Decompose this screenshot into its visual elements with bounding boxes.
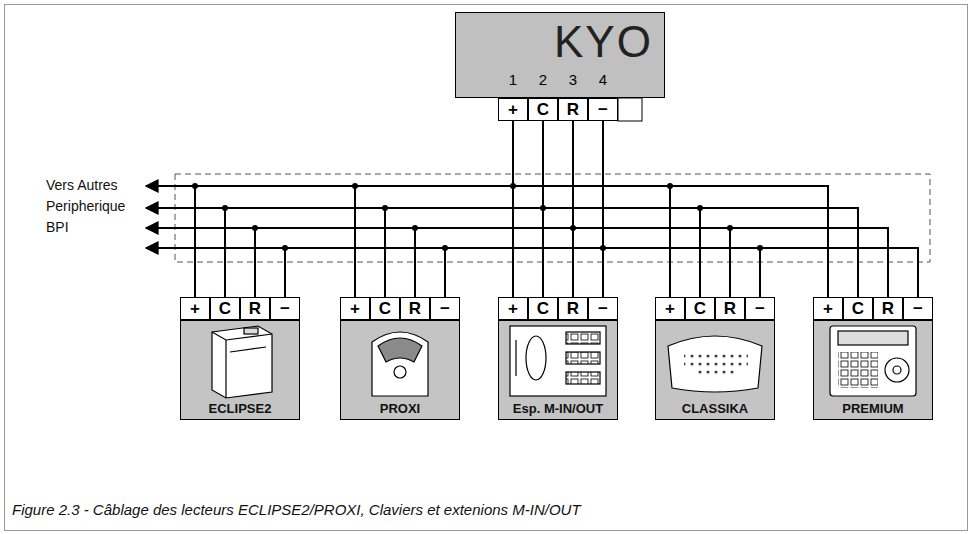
terminal-label: C (528, 297, 558, 320)
keypad-box: CLASSIKA (655, 320, 775, 420)
terminal-label: C (685, 297, 715, 320)
expansion-box: Esp. M-IN/OUT (498, 320, 618, 420)
terminal-number: 1 (498, 70, 528, 88)
figure-caption: Figure 2.3 - Câblage des lecteurs ECLIPS… (12, 501, 581, 518)
terminal-label: R (558, 98, 588, 121)
terminal-label: C (210, 297, 240, 320)
terminal-label: R (400, 297, 430, 320)
terminal-label: + (180, 297, 210, 320)
reader-box: ECLIPSE2 (180, 320, 300, 420)
blank-terminal (618, 98, 642, 121)
frame (5, 5, 968, 531)
terminal-number: 3 (558, 70, 588, 88)
panel-name: KYO (554, 17, 653, 67)
device-name: PREMIUM (842, 401, 903, 416)
device-grounds (180, 320, 933, 420)
device-name: ECLIPSE2 (209, 401, 272, 416)
control-panel-box: KYO (455, 12, 665, 98)
terminal-label: − (270, 297, 300, 320)
premium-keypad-drawing (830, 326, 916, 396)
expansion-board-drawing (510, 326, 606, 396)
eclipse2-drawing (212, 326, 272, 398)
device-name: PROXI (380, 401, 420, 416)
bus-wire (513, 98, 918, 320)
classika-keypad-drawing (668, 336, 762, 392)
bus-arrows (146, 186, 285, 248)
terminal-number: 2 (528, 70, 558, 88)
terminal-label: + (498, 297, 528, 320)
terminal-label: + (340, 297, 370, 320)
terminal-label: − (588, 98, 618, 121)
panel-ground (455, 12, 665, 98)
device-name: Esp. M-IN/OUT (513, 401, 603, 416)
terminal-label: R (558, 297, 588, 320)
terminal-label: C (370, 297, 400, 320)
terminal-label: + (655, 297, 685, 320)
terminal-label: − (430, 297, 460, 320)
bus-wire (195, 98, 603, 320)
junction-dots (192, 183, 763, 251)
bus-note: Vers Autres Peripherique BPI (46, 175, 144, 241)
terminal-number: 4 (588, 70, 618, 88)
terminal-label: R (715, 297, 745, 320)
terminal-label: C (843, 297, 873, 320)
reader-box: PROXI (340, 320, 460, 420)
terminal-label: − (903, 297, 933, 320)
device-name: CLASSIKA (682, 401, 748, 416)
terminal-label: − (588, 297, 618, 320)
terminal-label: C (528, 98, 558, 121)
proxi-drawing (372, 332, 428, 396)
keypad-box: PREMIUM (813, 320, 933, 420)
terminal-label: R (873, 297, 903, 320)
terminal-label: + (813, 297, 843, 320)
terminal-label: − (745, 297, 775, 320)
terminal-label: + (498, 98, 528, 121)
terminal-label: R (240, 297, 270, 320)
